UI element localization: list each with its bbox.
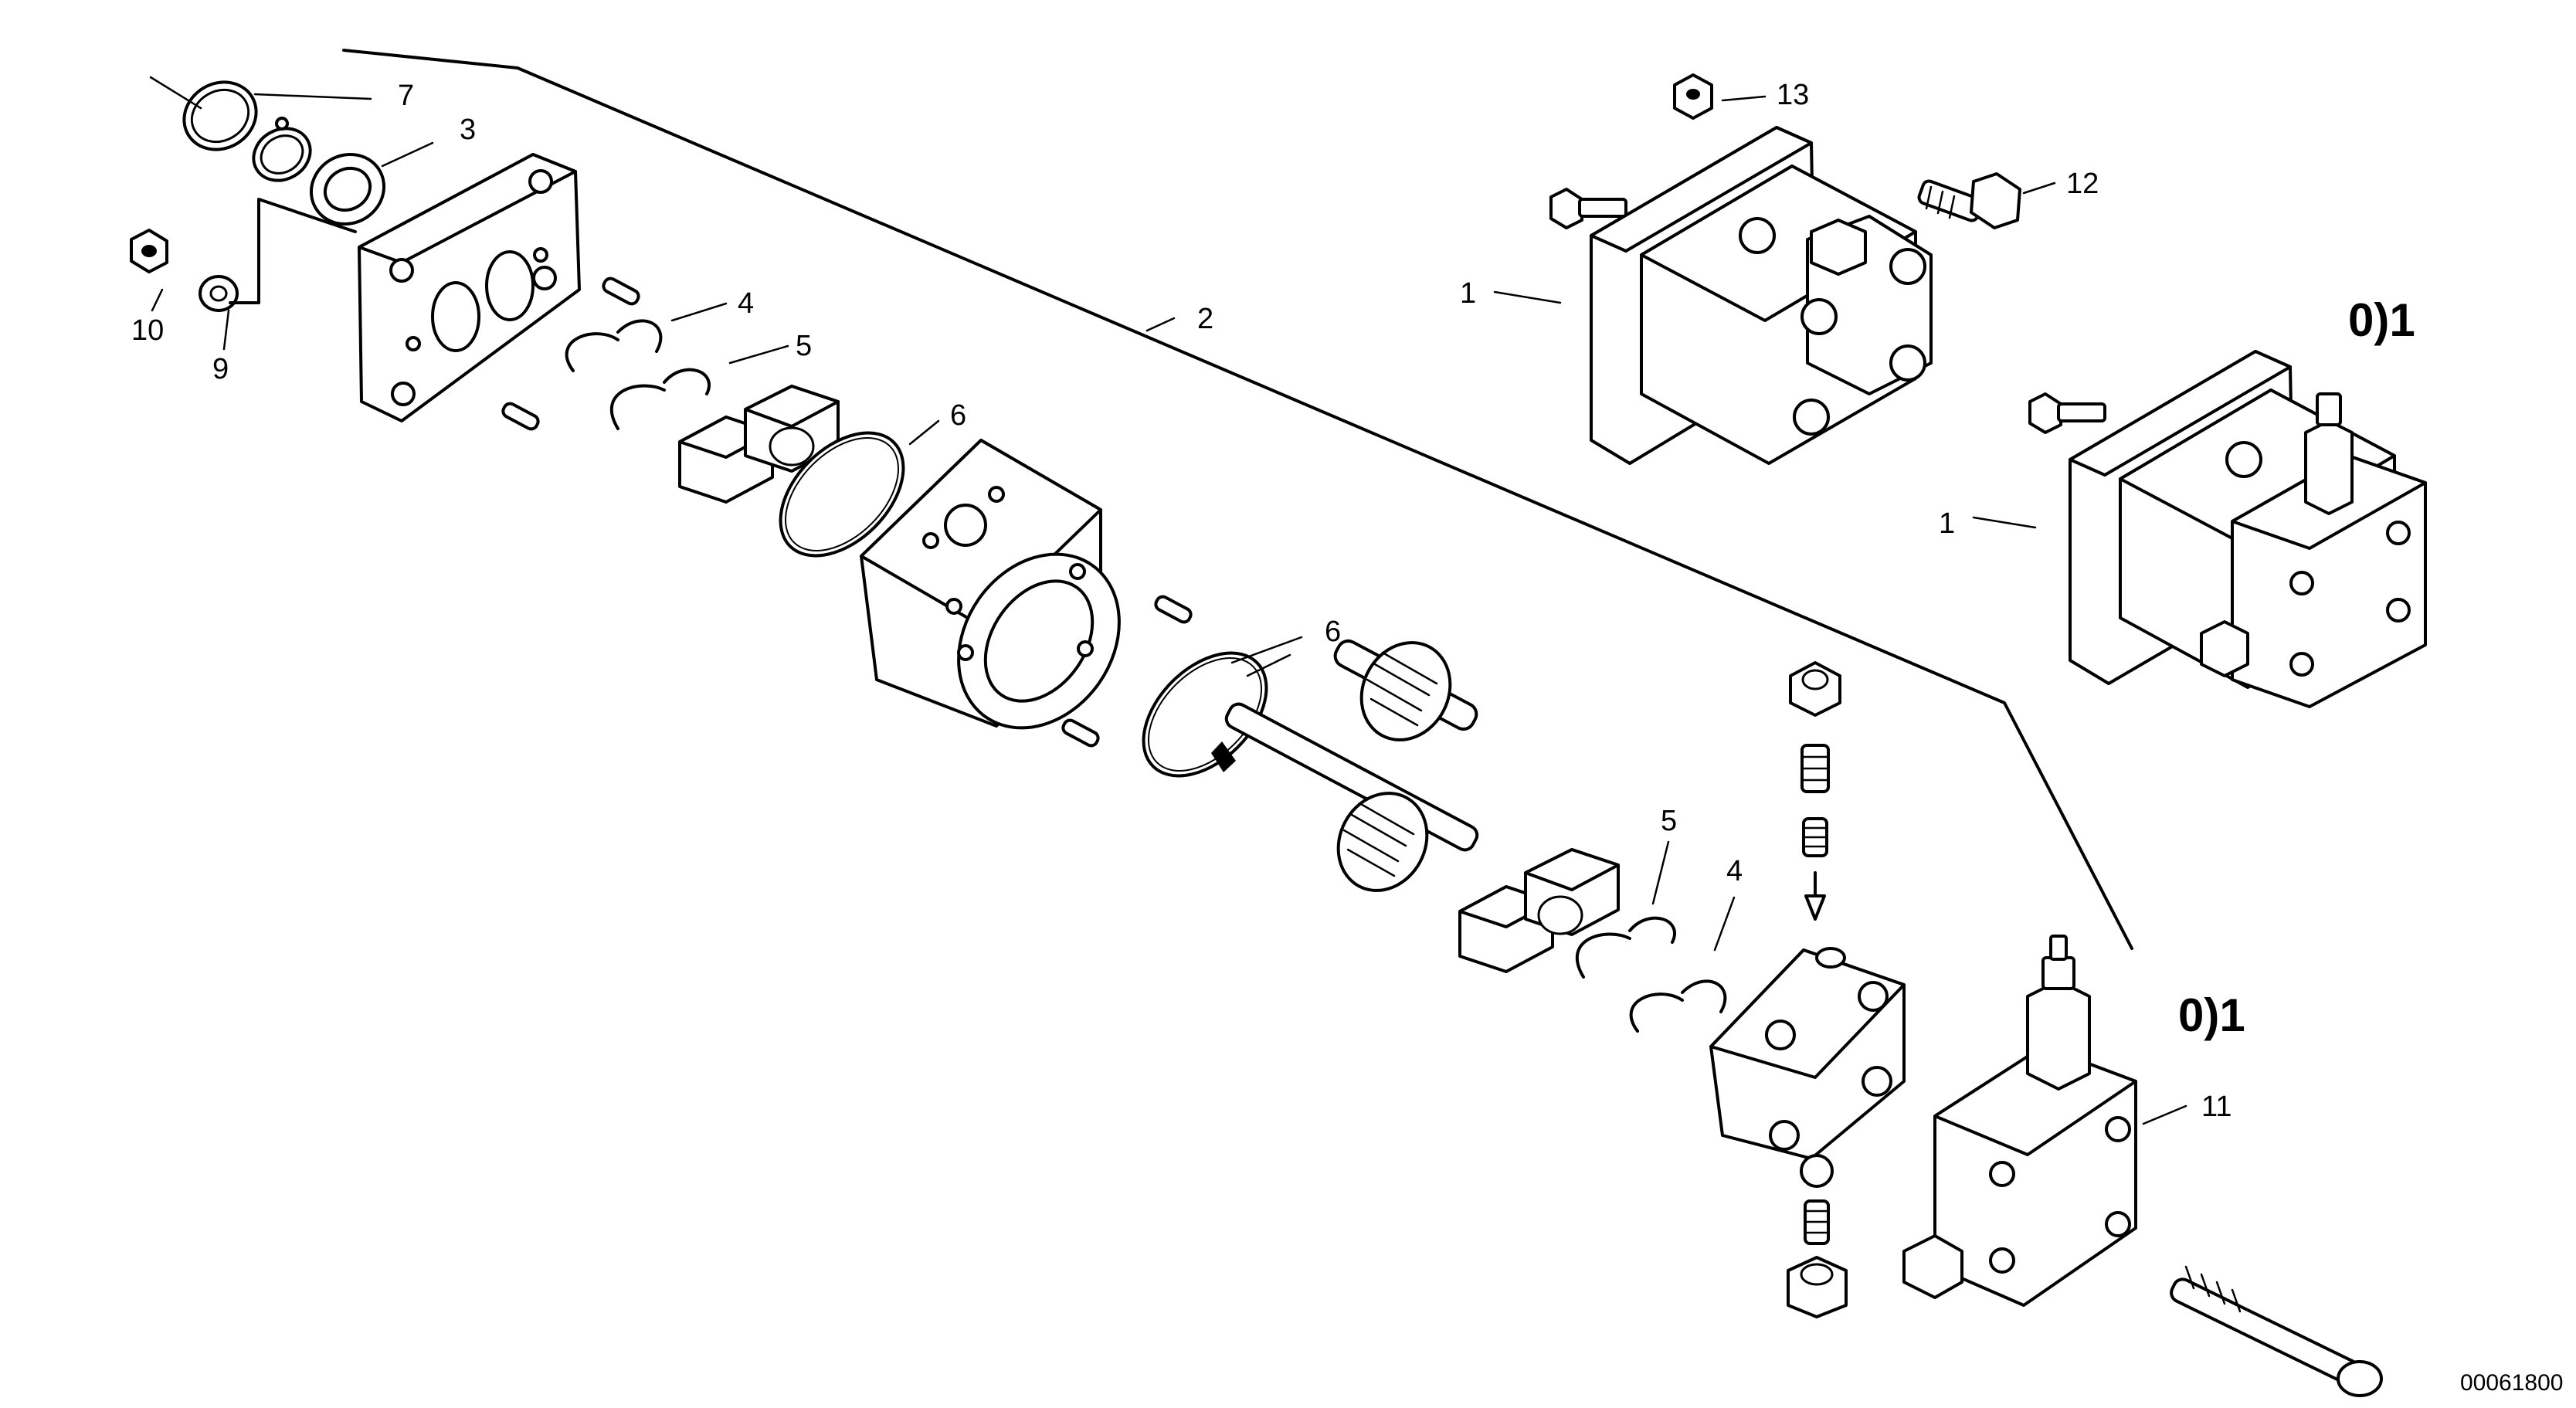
driven-gear-shaft bbox=[1333, 639, 1478, 741]
callout-1-variant: 1 bbox=[1939, 507, 1955, 540]
rear-cover bbox=[1709, 947, 1906, 1160]
part-10-hex-nut bbox=[130, 229, 168, 273]
part-6-o-ring-upper bbox=[779, 431, 905, 558]
valve-block-long-bolt bbox=[2170, 1265, 2383, 1397]
callout-6-upper: 6 bbox=[950, 399, 966, 432]
part-6-o-ring-lower bbox=[1142, 651, 1268, 778]
part-3-circlip bbox=[252, 117, 312, 182]
seal-group-bracket bbox=[229, 198, 260, 304]
callout-13: 13 bbox=[1777, 79, 1809, 111]
callout-11: 11 bbox=[2201, 1091, 2232, 1123]
dowel-pin-housing-upper bbox=[1154, 595, 1193, 624]
callout-1-top: 1 bbox=[1460, 277, 1476, 310]
part-11-valve-block bbox=[1902, 935, 2137, 1307]
valve-cap-nut bbox=[1789, 661, 1841, 717]
check-ball bbox=[1800, 1154, 1834, 1188]
callout-5-lower: 5 bbox=[1661, 805, 1677, 837]
callout-12: 12 bbox=[2066, 168, 2099, 200]
rear-bearing-block bbox=[1458, 848, 1620, 973]
part-4-seal-ring-upper bbox=[565, 319, 663, 372]
callout-6-lower: 6 bbox=[1325, 616, 1341, 648]
callout-3: 3 bbox=[460, 114, 476, 146]
dowel-pin-lower bbox=[501, 402, 540, 431]
part-5-backup-ring-lower bbox=[1576, 916, 1676, 979]
part-3-shaft-seal bbox=[309, 152, 386, 226]
part-9-washer bbox=[199, 275, 239, 312]
valve-poppet bbox=[1804, 871, 1826, 921]
part-13-nut bbox=[1673, 73, 1713, 120]
callout-leaders bbox=[149, 76, 2187, 1125]
callout-7: 7 bbox=[398, 80, 414, 112]
callout-9: 9 bbox=[212, 353, 229, 385]
callout-4-upper: 4 bbox=[738, 287, 754, 320]
part-7-snap-ring bbox=[182, 80, 258, 151]
document-id: 00061800 bbox=[2460, 1370, 2563, 1396]
callout-5-upper: 5 bbox=[796, 330, 812, 362]
dowel-pin-housing-lower bbox=[1061, 718, 1100, 748]
gear-pump-housing bbox=[860, 439, 1121, 730]
assembled-pump-top bbox=[1549, 126, 1933, 465]
part-4-seal-ring-lower bbox=[1629, 979, 1727, 1033]
part-5-backup-ring-upper bbox=[610, 368, 711, 430]
front-mounting-flange bbox=[358, 153, 581, 422]
plug-screw bbox=[1787, 1256, 1848, 1318]
front-bearing-block bbox=[678, 385, 840, 504]
variant-pump-with-valve bbox=[2028, 350, 2427, 708]
assembly-leader-line bbox=[342, 49, 2133, 950]
check-spring bbox=[1804, 1199, 1830, 1245]
variant-mark-upper: 0)1 bbox=[2348, 294, 2415, 346]
dowel-pin-upper bbox=[602, 277, 640, 306]
drive-gear-shaft bbox=[1211, 702, 1479, 892]
variant-mark-lower: 0)1 bbox=[2178, 989, 2245, 1041]
callout-10: 10 bbox=[131, 314, 164, 347]
callout-2: 2 bbox=[1197, 303, 1213, 335]
valve-spring bbox=[1802, 817, 1828, 857]
valve-adjust-screw bbox=[1800, 744, 1830, 793]
part-12-bolt bbox=[1917, 172, 2021, 229]
callout-4-lower: 4 bbox=[1726, 855, 1743, 887]
